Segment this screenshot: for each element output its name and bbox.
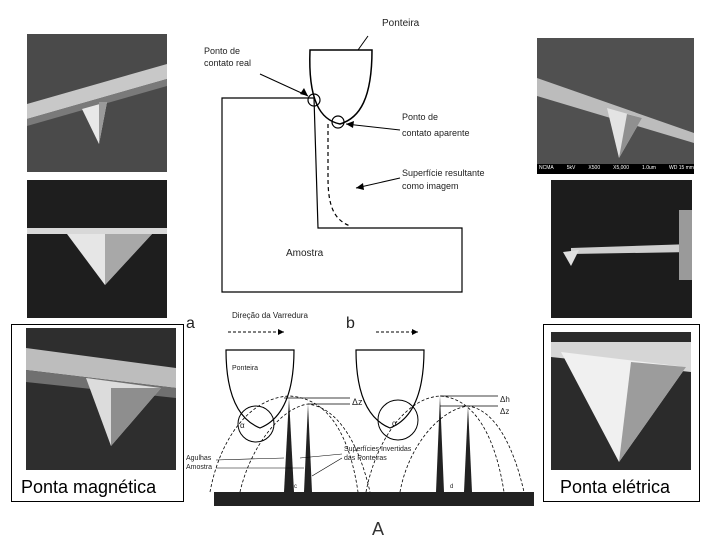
label-panel-b: b [346, 315, 355, 332]
tip-outline-right [355, 349, 425, 429]
label-small-d: d [450, 484, 453, 490]
real-contact-circle [307, 93, 321, 107]
sem-photo-magnetic-tip [26, 328, 176, 470]
sem-photo-left-top [27, 34, 167, 172]
caption-electric-tip: Ponta elétrica [560, 477, 671, 497]
tip-outline [309, 49, 373, 125]
label-needles-1: Agulhas [186, 455, 212, 462]
label-inverted-surfaces-2: das Ponteiras [344, 455, 387, 462]
caption-magnetic-tip: Ponta magnética [21, 477, 157, 497]
sem-photo-right-middle [551, 180, 692, 318]
sem-scalebar-text: 5kV [566, 165, 576, 171]
label-alpha-right: α [392, 419, 397, 428]
needle-left-1 [284, 398, 294, 492]
label-apparent-contact-1: Ponto de [402, 112, 438, 122]
label-apparent-contact-2: contato aparente [402, 128, 470, 138]
label-resulting-surface-2: como imagem [402, 181, 459, 191]
label-tip-left: Ponteira [232, 365, 258, 372]
tip-convolution-diagram: a b Direção da Varredura Ponteira α Δz α… [186, 311, 534, 506]
label-scan-direction: Direção da Varredura [232, 311, 308, 320]
electric-tip-panel: Ponta elétrica [543, 324, 700, 502]
sem-scalebar-text: X5,000 [613, 165, 629, 171]
label-real-contact-2: contato real [204, 58, 251, 68]
sem-scalebar-text: WD 15 mm [668, 165, 694, 171]
label-panel-a: a [186, 315, 195, 332]
sem-photo-left-middle [27, 180, 167, 318]
sem-photo-right-top: NCMA 5kV X500 X5,000 1.0um WD 15 mm [537, 38, 694, 174]
label-delta-z-left: Δz [352, 397, 363, 407]
label-inverted-surfaces-1: Superfícies Invertidas [344, 446, 412, 453]
label-sample: Amostra [286, 248, 324, 259]
label-real-contact-1: Ponto de [204, 46, 240, 56]
needle-right-1 [436, 396, 444, 492]
apparent-contact-circle [331, 115, 345, 129]
label-alpha-left: α [240, 421, 245, 430]
label-needles-2: Amostra [186, 464, 212, 471]
label-small-c: c [294, 484, 297, 490]
sample-outline [221, 97, 463, 293]
resulting-surface-dashed [327, 124, 351, 227]
sem-scalebar: NCMA 5kV X500 X5,000 1.0um WD 15 mm [539, 165, 694, 174]
sample-base [214, 492, 534, 506]
tip-outline-left [225, 349, 295, 429]
label-tip: Ponteira [382, 18, 420, 29]
label-delta-z-right: Δz [500, 407, 509, 416]
sem-scalebar-text: 1.0um [642, 165, 656, 171]
sem-scalebar-text: X500 [588, 165, 601, 171]
figure-letter: A [372, 519, 385, 539]
sem-scalebar-text: NCMA [539, 165, 554, 171]
label-resulting-surface-1: Superfície resultante [402, 168, 485, 178]
sem-photo-electric-tip [551, 332, 691, 470]
tip-contact-diagram: Ponteira Ponto de contato real Ponto de … [204, 18, 485, 293]
needle-right-2 [464, 406, 472, 492]
needle-left-2 [304, 404, 312, 492]
label-delta-h: Δh [500, 395, 510, 404]
magnetic-tip-panel: Ponta magnética [11, 324, 184, 502]
